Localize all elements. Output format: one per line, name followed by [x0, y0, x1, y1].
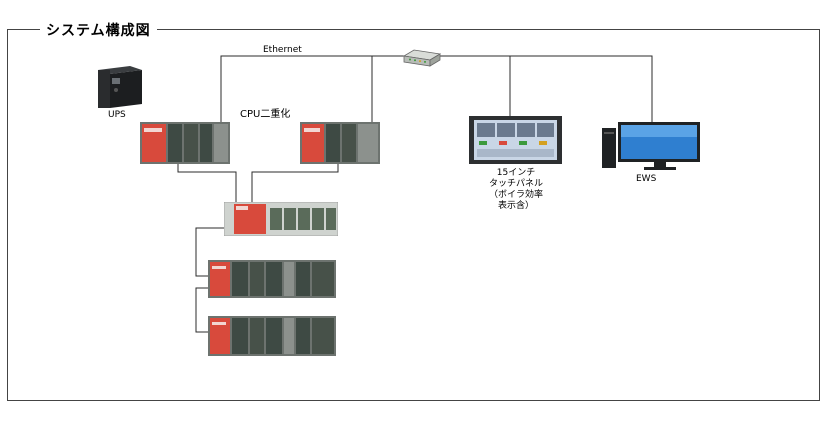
ews-label: EWS: [636, 174, 657, 184]
touch-panel-label-line-1: 15インチ: [496, 168, 536, 178]
base-ext1-link: [195, 227, 228, 277]
cpu-redundant-label: CPU二重化: [240, 109, 291, 120]
touch-panel-label-line-4: 表示含）: [497, 201, 534, 211]
ews-workstation-icon: [602, 122, 700, 170]
plc-cpu-1-icon: [140, 122, 230, 164]
touch-panel-label: 15インチ タッチパネル （ボイラ効率 表示含）: [472, 168, 560, 212]
touch-panel-label-line-3: （ボイラ効率: [488, 190, 543, 200]
diagram-title: システム構成図: [40, 20, 157, 40]
network-hub-icon: [402, 49, 442, 67]
ethernet-label: Ethernet: [263, 45, 302, 55]
ethernet-line-right: [436, 55, 653, 124]
cpu1-base-link: [177, 164, 237, 202]
touch-panel-icon: [469, 116, 562, 164]
plc-extension-unit-1-icon: [208, 260, 336, 298]
touch-panel-label-line-2: タッチパネル: [488, 179, 543, 189]
ethernet-line-left: [220, 55, 410, 124]
ext1-ext2-link: [195, 287, 208, 333]
ups-icon: [98, 66, 142, 108]
plc-extension-unit-2-icon: [208, 316, 336, 356]
cpu2-base-link: [251, 164, 339, 202]
plc-cpu-2-icon: [300, 122, 380, 164]
ups-label: UPS: [108, 110, 126, 120]
system-frame: [7, 29, 820, 401]
plc-base-unit-icon: [224, 202, 338, 236]
